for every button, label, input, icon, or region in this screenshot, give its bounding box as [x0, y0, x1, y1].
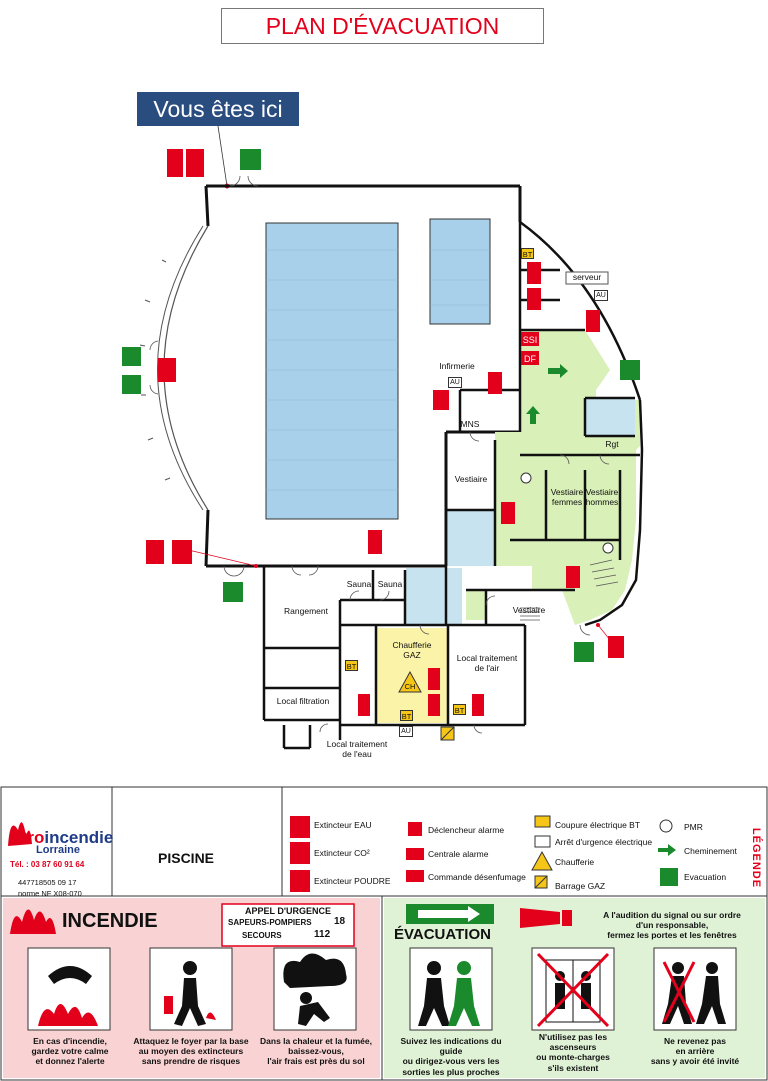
pompiers-number: 18: [334, 916, 346, 927]
room-mns: MNS: [460, 419, 480, 429]
evacuation-title: ÉVACUATION: [394, 926, 491, 943]
small-pool: [429, 218, 491, 325]
company-name: Proincendie: [16, 828, 114, 847]
legend-evacuation: Evacuation: [684, 872, 727, 882]
bt-marker: BT: [453, 704, 466, 715]
room-serveur: serveur: [572, 272, 602, 282]
legend-coupure-bt: Coupure électrique BT: [555, 820, 641, 830]
ssi-box: [521, 332, 539, 346]
legend-pmr: PMR: [684, 822, 703, 832]
east-wing-walls: [444, 220, 644, 627]
company-ref: 447718505 09 17: [18, 878, 77, 887]
appel-urgence-title: APPEL D'URGENCE: [245, 906, 331, 916]
stairs: [520, 559, 619, 621]
ch-code: CH: [405, 682, 416, 691]
room-vestiaire-south: Vestiaire: [512, 605, 546, 615]
secours-label: SECOURS: [242, 931, 282, 940]
df-code: DF: [524, 354, 536, 364]
route-arrow-north: [526, 406, 540, 424]
incendie-instruction-3: Dans la chaleur et la fumée,baissez-vous…: [260, 1036, 372, 1067]
room-sauna-1: Sauna: [346, 579, 372, 589]
legend-extincteur-co2: Extincteur CO²: [314, 848, 370, 858]
pompiers-label: SAPEURS-POMPIERS: [228, 918, 312, 927]
south-wing-walls: [262, 566, 575, 750]
ssi-code: SSI: [523, 335, 538, 345]
room-infirmerie: Infirmerie: [439, 361, 475, 371]
secours-number: 112: [314, 929, 331, 940]
company-tel: Tél. : 03 87 60 91 64: [10, 860, 85, 869]
legend-declencheur: Déclencheur alarme: [428, 825, 505, 835]
df-box: [521, 351, 539, 365]
safety-equipment-signs: [146, 149, 624, 716]
door-swings: [149, 175, 610, 734]
incendie-title: INCENDIE: [62, 910, 158, 932]
legend-title: LÉGENDE: [750, 827, 763, 889]
legend-extincteur-eau: Extincteur EAU: [314, 820, 372, 830]
legend-desenfumage: Commande désenfumage: [428, 872, 526, 882]
exit-signs: [122, 149, 640, 662]
floor-plan: SSI DF CH: [122, 125, 644, 750]
au-marker: AU: [399, 726, 413, 737]
room-rgt: Rgt: [605, 439, 619, 449]
bt-marker: BT: [345, 660, 358, 671]
shower-zone-1: [448, 510, 494, 566]
company-norme: norme NF X08-070: [18, 889, 82, 898]
legend-chaufferie: Chaufferie: [555, 857, 595, 867]
legend-arret-urgence: Arrêt d'urgence électrique: [555, 837, 653, 847]
room-filtration: Local filtration: [276, 696, 330, 706]
route-arrow-east: [548, 364, 568, 378]
room-sauna-2: Sauna: [377, 579, 403, 589]
legend-barrage-gaz: Barrage GAZ: [555, 881, 606, 891]
shower-zone-3: [406, 568, 462, 624]
pmr-icon: [520, 472, 532, 484]
au-marker: AU: [448, 377, 462, 388]
site-name: PISCINE: [158, 850, 215, 866]
legend-extincteur-poudre: Extincteur POUDRE: [314, 876, 391, 886]
pmr-icon: [602, 542, 614, 554]
room-vestiaire: Vestiaire: [454, 474, 488, 484]
you-are-here-label: Vous êtes ici: [137, 92, 299, 126]
legend-cheminement: Cheminement: [684, 846, 737, 856]
you-are-here-pointer: [217, 125, 228, 187]
au-marker: AU: [594, 290, 608, 301]
bt-marker: BT: [521, 248, 534, 259]
legend-frame: [0, 786, 768, 1081]
main-pool: [265, 222, 399, 520]
serveur-box: [565, 271, 609, 285]
plan-title: PLAN D'ÉVACUATION: [221, 8, 544, 44]
legend-centrale: Centrale alarme: [428, 849, 489, 859]
company-region: Lorraine: [36, 844, 81, 856]
chaufferie-icon: [398, 670, 422, 693]
bt-marker: BT: [400, 710, 413, 721]
shower-zone-2: [585, 398, 635, 436]
room-rangement: Rangement: [284, 606, 328, 616]
